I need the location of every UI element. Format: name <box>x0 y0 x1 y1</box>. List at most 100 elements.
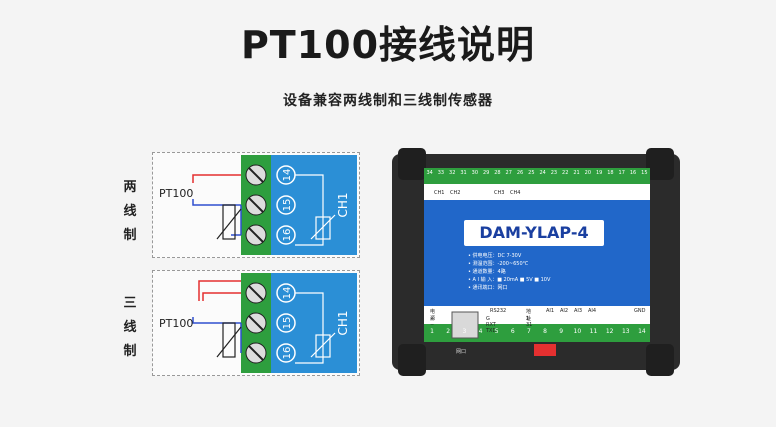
screw-1 <box>245 282 267 304</box>
bottom-terminal-number: 6 <box>510 328 515 335</box>
internal-sensor <box>315 334 331 358</box>
top-terminal-number: 31 <box>460 170 467 176</box>
page-title: PT100接线说明 <box>240 23 536 67</box>
three-wire-label: 三 线 制 <box>120 294 140 362</box>
channel-label: CH3 <box>494 190 505 196</box>
channel-label: CH1 <box>336 310 350 335</box>
ai-label: AI2 <box>560 308 569 314</box>
top-terminal-number: 32 <box>449 170 456 176</box>
bottom-terminal-number: 4 <box>478 328 483 335</box>
three-wire-wiring-svg: 14 15 16 CH1 <box>192 273 357 373</box>
spec-item: • 通道数量：4路 <box>468 269 506 275</box>
screw-3 <box>245 224 267 246</box>
dip-switch <box>534 344 556 356</box>
top-terminal-number: 22 <box>562 170 569 176</box>
top-terminal-strip <box>424 168 650 184</box>
power-label: 电源 <box>430 309 436 322</box>
red-wire <box>202 292 241 301</box>
bottom-terminal-strip <box>424 324 650 342</box>
top-terminal-number: 24 <box>539 170 546 176</box>
label-char: 线 <box>123 204 137 219</box>
internal-sensor <box>315 216 331 240</box>
top-terminal-number: 26 <box>516 170 524 176</box>
channel-label: CH1 <box>336 192 350 217</box>
pt100-sensor <box>222 204 236 240</box>
terminal-number: 16 <box>282 347 293 360</box>
bottom-terminal-number: 3 <box>462 328 467 335</box>
ai-label: AI1 <box>546 308 555 314</box>
channel-label: CH2 <box>450 190 461 196</box>
bottom-terminal-number: 13 <box>621 328 630 335</box>
screw-1 <box>245 164 267 186</box>
bottom-terminal-number: 8 <box>543 328 547 335</box>
model-banner <box>464 220 604 246</box>
bottom-terminal-number: 12 <box>605 328 614 335</box>
top-terminal-number: 18 <box>607 170 614 176</box>
top-terminal-number: 16 <box>629 170 637 176</box>
top-terminal-number: 28 <box>494 170 501 176</box>
rs232-label: RS232 <box>490 308 507 314</box>
spec-item: • 供电电压：DC 7-30V <box>468 253 522 259</box>
top-terminal-number: 34 <box>426 170 433 176</box>
page-subtitle: 设备兼容两线制和三线制传感器 <box>283 93 493 109</box>
bottom-label-area <box>424 306 650 324</box>
terminal-number: 14 <box>282 287 293 300</box>
address-range-label: 1-31 <box>526 316 533 328</box>
terminal-circle <box>276 225 296 245</box>
address-label: 地址 <box>526 309 532 322</box>
top-terminal-number: 19 <box>595 170 603 176</box>
sensor-label: PT100 <box>159 187 194 200</box>
two-wire-label: 两 线 制 <box>120 178 140 246</box>
spec-item: • A I 输 入：■ 20mA ■ 5V ■ 10V <box>468 277 551 283</box>
label-char: 制 <box>123 228 137 243</box>
terminal-number: 16 <box>282 229 293 242</box>
terminal-circle <box>276 313 296 333</box>
top-terminal-number: 27 <box>505 170 512 176</box>
device-body-svg <box>392 148 680 376</box>
ethernet-port <box>451 311 479 339</box>
two-wire-diagram: 14 15 16 CH1 PT100 <box>152 152 360 258</box>
internal-wire <box>295 174 324 246</box>
channel-label: CH4 <box>510 190 521 196</box>
terminal-circle <box>276 195 296 215</box>
screw-2 <box>245 312 267 334</box>
top-terminal-number: 20 <box>584 170 592 176</box>
top-terminal-number: 33 <box>437 170 445 176</box>
device-module: DAM-YLAP-4 • 供电电压：DC 7-30V • 测温范围：-200~6… <box>390 148 682 376</box>
top-terminal-number: 15 <box>641 170 648 176</box>
internal-wire <box>295 292 324 364</box>
bottom-terminal-number: 7 <box>527 328 531 335</box>
pt100-sensor <box>222 322 236 358</box>
terminal-number: 14 <box>282 169 293 182</box>
three-wire-diagram: 14 15 16 CH1 PT100 <box>152 270 360 376</box>
net-port-label: 网口 <box>456 349 467 355</box>
terminal-number: 15 <box>282 317 293 330</box>
label-char: 线 <box>123 320 137 335</box>
ai-label: AI4 <box>588 308 597 314</box>
screw-3 <box>245 342 267 364</box>
red-wire <box>192 174 241 183</box>
top-terminal-number: 23 <box>550 170 558 176</box>
red-wire-2 <box>198 280 241 301</box>
terminal-circle <box>276 343 296 363</box>
top-terminal-number: 21 <box>573 170 580 176</box>
bottom-terminal-number: 2 <box>446 328 451 335</box>
top-terminal-number: 30 <box>471 170 479 176</box>
bottom-terminal-number: 5 <box>494 328 499 335</box>
bottom-terminal-number: 9 <box>559 328 564 335</box>
spec-item: • 通讯端口：网口 <box>468 285 508 291</box>
top-terminal-number: 17 <box>618 170 625 176</box>
rs232-pins-label: G RXT TXD <box>486 316 497 334</box>
bottom-terminal-number: 10 <box>573 328 582 335</box>
white-label-strip <box>424 184 650 200</box>
top-terminal-number: 25 <box>528 170 535 176</box>
screw-2 <box>245 194 267 216</box>
sensor-label: PT100 <box>159 317 194 330</box>
terminal-number: 15 <box>282 199 293 212</box>
bottom-terminal-number: 1 <box>430 328 434 335</box>
label-char: 两 <box>123 180 137 195</box>
bottom-terminal-number: 14 <box>638 328 646 335</box>
spec-item: • 测温范围：-200~650℃ <box>468 261 529 267</box>
